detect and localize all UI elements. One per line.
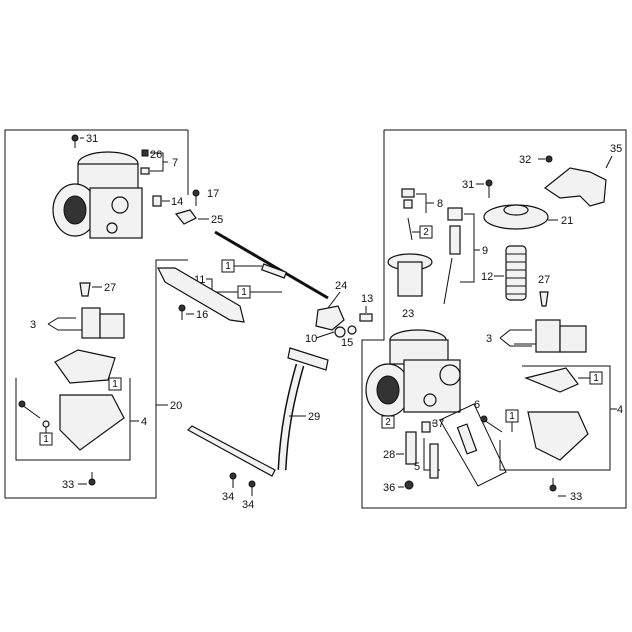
left-float-3 bbox=[58, 307, 125, 339]
screw-36 bbox=[404, 480, 414, 490]
bracket-25 bbox=[174, 209, 197, 225]
right-assembly: 32 35 31 21 8 2 9 23 bbox=[361, 129, 627, 509]
left-spring-7 bbox=[140, 167, 150, 175]
throttle-rod bbox=[214, 230, 329, 300]
t-fitting bbox=[287, 347, 329, 371]
shaft-11 bbox=[260, 263, 288, 279]
callout-right-5: 5 bbox=[414, 461, 420, 473]
callout-mid-17: 17 bbox=[207, 188, 219, 200]
jet-28 bbox=[405, 431, 417, 465]
callout-right-31: 31 bbox=[462, 179, 474, 191]
callout-right-36: 36 bbox=[383, 482, 395, 494]
part-37 bbox=[421, 421, 431, 433]
callout-mid-1a: 1 bbox=[225, 261, 231, 272]
callout-left-1a: 1 bbox=[112, 379, 118, 390]
screw-33-right bbox=[549, 484, 557, 492]
part-9-top bbox=[447, 207, 463, 221]
callout-mid-16: 16 bbox=[196, 309, 208, 321]
gasket-right bbox=[524, 367, 579, 393]
float-bowl-4-right bbox=[527, 411, 589, 461]
callout-left-27: 27 bbox=[104, 282, 116, 294]
callout-right-32: 32 bbox=[519, 154, 531, 166]
callout-mid-34b: 34 bbox=[242, 499, 254, 511]
callout-right-1b: 1 bbox=[509, 411, 515, 422]
needle-jet bbox=[407, 217, 413, 241]
left-carburetor-body bbox=[52, 151, 143, 239]
left-screw-26 bbox=[141, 149, 149, 157]
screw-17 bbox=[192, 189, 200, 197]
callout-mid-29: 29 bbox=[308, 411, 320, 423]
callout-right-12: 12 bbox=[481, 271, 493, 283]
left-box-1a bbox=[108, 377, 122, 391]
jet-kit-6 bbox=[439, 403, 507, 487]
callout-right-9: 9 bbox=[482, 245, 488, 257]
screw-32 bbox=[545, 155, 553, 163]
screw-34b bbox=[248, 480, 256, 488]
callout-mid-11: 11 bbox=[194, 274, 205, 286]
callout-mid-15: 15 bbox=[341, 337, 353, 349]
callout-mid-25: 25 bbox=[211, 214, 223, 226]
callout-left-31: 31 bbox=[86, 133, 98, 145]
cap-8 bbox=[401, 188, 415, 198]
left-drain-screw bbox=[21, 404, 41, 419]
callout-right-27: 27 bbox=[538, 274, 550, 286]
callout-right-2a: 2 bbox=[423, 227, 429, 238]
screw-16 bbox=[178, 304, 186, 312]
screw-34a bbox=[229, 472, 237, 480]
callout-right-33: 33 bbox=[570, 491, 582, 503]
right-carburetor-body bbox=[365, 329, 461, 417]
callout-right-8: 8 bbox=[437, 198, 443, 210]
left-float-bowl-4 bbox=[59, 394, 125, 451]
callout-mid-34a: 34 bbox=[222, 491, 234, 503]
callout-left-7: 7 bbox=[172, 157, 178, 169]
collar-10 bbox=[334, 326, 346, 338]
jet-5 bbox=[429, 443, 439, 479]
float-3-right bbox=[535, 319, 561, 353]
left-frame bbox=[4, 129, 188, 499]
lever-24 bbox=[315, 305, 345, 331]
left-box-1b bbox=[39, 432, 53, 446]
callout-right-3: 3 bbox=[486, 333, 492, 345]
callout-left-14: 14 bbox=[171, 196, 183, 208]
needle-27-right bbox=[539, 291, 549, 307]
left-needle-27 bbox=[79, 282, 91, 297]
callout-left-1b: 1 bbox=[43, 434, 49, 445]
screw-31-right bbox=[485, 179, 493, 187]
callout-right-28: 28 bbox=[383, 449, 395, 461]
callout-left-26: 26 bbox=[150, 149, 162, 161]
callout-right-6: 6 bbox=[474, 399, 480, 411]
callout-right-1a: 1 bbox=[593, 373, 599, 384]
right-box-2b bbox=[381, 415, 395, 429]
callout-left-3: 3 bbox=[30, 319, 36, 331]
left-assembly: 31 26 7 14 27 3 1 4 bbox=[4, 129, 189, 499]
callout-right-2b: 2 bbox=[385, 417, 391, 428]
bracket-right bbox=[543, 167, 607, 207]
lower-bar bbox=[187, 425, 276, 477]
callout-left-20: 20 bbox=[170, 400, 182, 412]
callout-right-23: 23 bbox=[402, 308, 414, 320]
callout-mid-1b: 1 bbox=[241, 287, 247, 298]
left-gasket bbox=[54, 349, 116, 384]
spring-13 bbox=[359, 313, 373, 322]
washer-15 bbox=[347, 325, 357, 335]
callout-right-4: 4 bbox=[617, 404, 623, 416]
callout-right-37: 37 bbox=[432, 418, 444, 430]
callout-right-21: 21 bbox=[561, 215, 573, 227]
drain-screw-right bbox=[483, 419, 503, 433]
left-part-14 bbox=[152, 195, 162, 207]
right-frame bbox=[361, 129, 627, 509]
callout-mid-24: 24 bbox=[335, 280, 347, 292]
link-plate bbox=[157, 267, 245, 323]
callout-mid-13: 13 bbox=[361, 293, 373, 305]
callout-left-4: 4 bbox=[141, 416, 147, 428]
middle-assembly: 17 25 1 11 1 16 24 13 10 15 bbox=[157, 188, 373, 511]
callout-mid-10: 10 bbox=[305, 333, 317, 345]
callout-left-33: 33 bbox=[62, 479, 74, 491]
callout-right-35: 35 bbox=[610, 143, 622, 155]
